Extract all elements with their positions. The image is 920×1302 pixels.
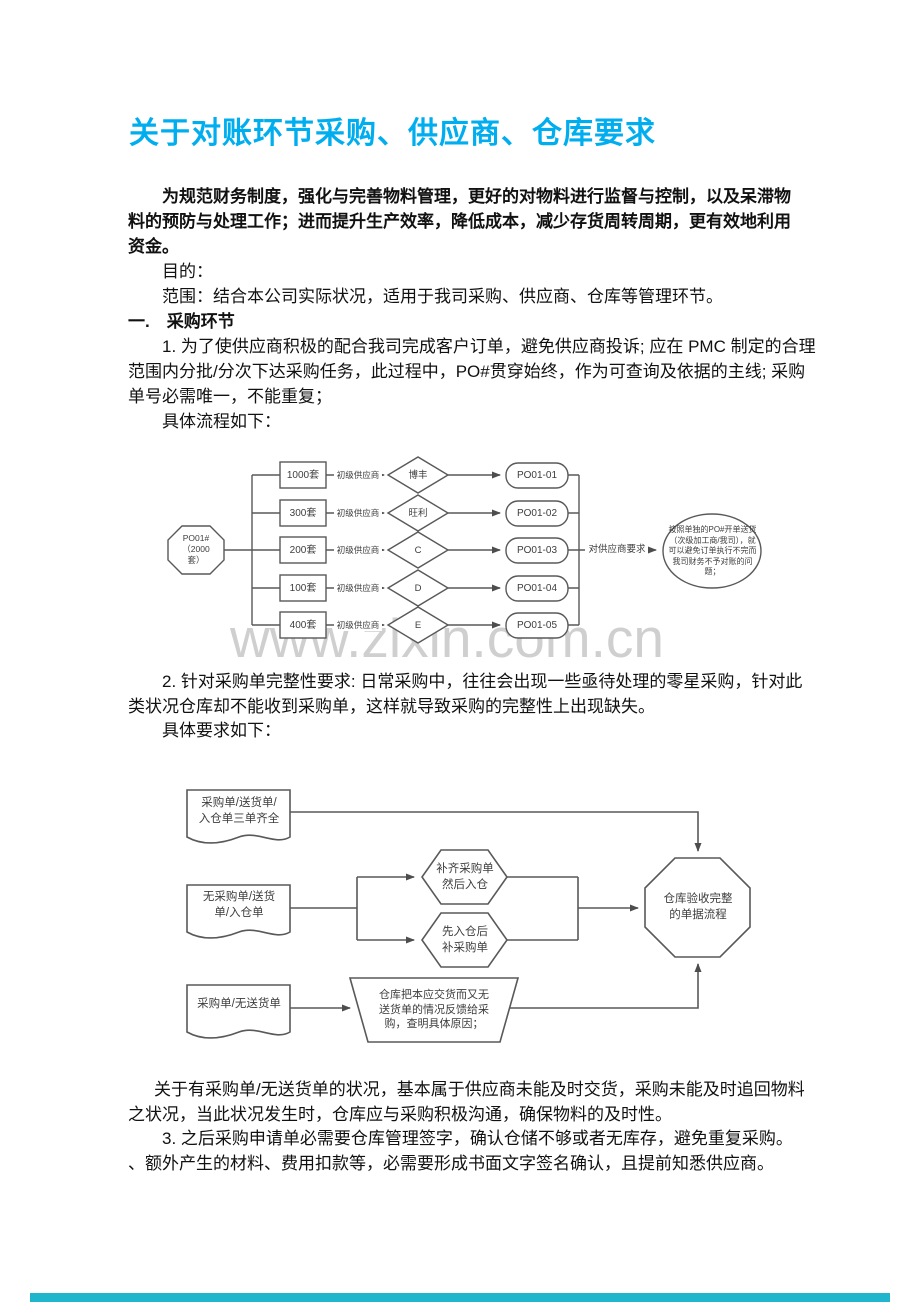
quantity-box: 100套	[289, 583, 317, 594]
supplier-label: 初级供应商	[334, 507, 382, 519]
supplier-label: 初级供应商	[334, 544, 382, 556]
flowchart1-source-octagon: PO01# （2000 套）	[182, 533, 210, 565]
paragraph-line: 范围内分批/分次下达采购任务，此过程中，PO#贯穿始终，作为可查询及依据的主线;…	[128, 362, 806, 381]
vendor-diamond: D	[414, 583, 422, 594]
vendor-diamond: 旺利	[408, 508, 428, 519]
vendor-diamond: 博丰	[408, 470, 428, 481]
document-node-no-po: 无采购单/送货 单/入仓单	[202, 891, 276, 919]
supplier-label: 初级供应商	[334, 469, 382, 481]
supplier-label: 初级供应商	[334, 619, 382, 631]
supplier-label: 初级供应商	[334, 582, 382, 594]
octagon-warehouse-verification: 仓库验收完整 的单据流程	[663, 893, 733, 921]
scope-line: 范围：结合本公司实际状况，适用于我司采购、供应商、仓库等管理环节。	[162, 287, 723, 306]
page-title: 关于对账环节采购、供应商、仓库要求	[129, 117, 656, 150]
paragraph-line: 2. 针对采购单完整性要求: 日常采购中，往往会出现一些亟待处理的零星采购，针对…	[162, 672, 803, 691]
closing-text-block: 关于有采购单/无送货单的状况，基本属于供应商未能及时交货，采购未能及时追回物料 …	[128, 1078, 805, 1176]
po-pill: PO01-03	[516, 545, 558, 556]
vendor-diamond: C	[414, 545, 422, 556]
intro-text-block: 为规范财务制度，强化与完善物料管理，更好的对物料进行监督与控制，以及呆滞物 料的…	[128, 184, 816, 434]
paragraph-line: 为规范财务制度，强化与完善物料管理，更好的对物料进行监督与控制，以及呆滞物	[162, 187, 791, 206]
quantity-box: 400套	[289, 620, 317, 631]
page-bottom-bar	[30, 1293, 890, 1302]
paragraph-line: 具体流程如下：	[162, 412, 281, 431]
purpose-line: 目的：	[162, 262, 213, 281]
paragraph-line: 3. 之后采购申请单必需要仓库管理签字，确认仓储不够或者无库存，避免重复采购。	[162, 1129, 793, 1148]
requirements-text-block: 2. 针对采购单完整性要求: 日常采购中，往往会出现一些亟待处理的零星采购，针对…	[128, 670, 803, 744]
paragraph-line: 料的预防与处理工作；进而提升生产效率，降低成本，减少存货周转周期，更有效地利用	[128, 212, 791, 231]
paragraph-line: 之状况，当此状况发生时，仓库应与采购积极沟通，确保物料的及时性。	[128, 1104, 672, 1124]
trapezoid-feedback: 仓库把本应交货而又无 送货单的情况反馈给采 购，查明具体原因；	[379, 989, 489, 1030]
paragraph-line: 单号必需唯一，不能重复；	[128, 387, 332, 406]
document-node-all-three-slips: 采购单/送货单/ 入仓单三单齐全	[198, 797, 280, 825]
paragraph-line: 、额外产生的材料、费用扣款等，必需要形成书面文字签名确认，且提前知悉供应商。	[128, 1153, 774, 1173]
section-heading: 一. 采购环节	[128, 312, 235, 331]
po-pill: PO01-05	[516, 620, 558, 631]
paragraph-line: 关于有采购单/无送货单的状况，基本属于供应商未能及时交货，采购未能及时追回物料	[154, 1080, 805, 1099]
hexagon-complete-po-then-stock-in: 补齐采购单 然后入仓	[436, 863, 494, 891]
note-ellipse: 按照单独的PO#开单送货 （次级加工商/我司），就 可以避免订单执行不完而 我司…	[668, 525, 757, 577]
po-pill: PO01-01	[516, 470, 558, 481]
paragraph-line: 具体要求如下：	[162, 721, 281, 740]
quantity-box: 1000套	[286, 470, 320, 481]
hexagon-stock-in-then-po: 先入仓后 补采购单	[442, 926, 488, 954]
supplier-requirement-label: 对供应商要求	[588, 544, 646, 555]
po-pill: PO01-04	[516, 583, 558, 594]
quantity-box: 200套	[289, 545, 317, 556]
document-node-no-delivery-note: 采购单/无送货单	[197, 998, 281, 1010]
paragraph-line: 类状况仓库却不能收到采购单，这样就导致采购的完整性上出现缺失。	[128, 696, 655, 716]
vendor-diamond: E	[414, 620, 422, 631]
paragraph-line: 资金。	[128, 237, 179, 256]
quantity-box: 300套	[289, 508, 317, 519]
paragraph-line: 1. 为了使供应商积极的配合我司完成客户订单，避免供应商投诉; 应在 PMC 制…	[162, 337, 816, 356]
po-pill: PO01-02	[516, 508, 558, 519]
